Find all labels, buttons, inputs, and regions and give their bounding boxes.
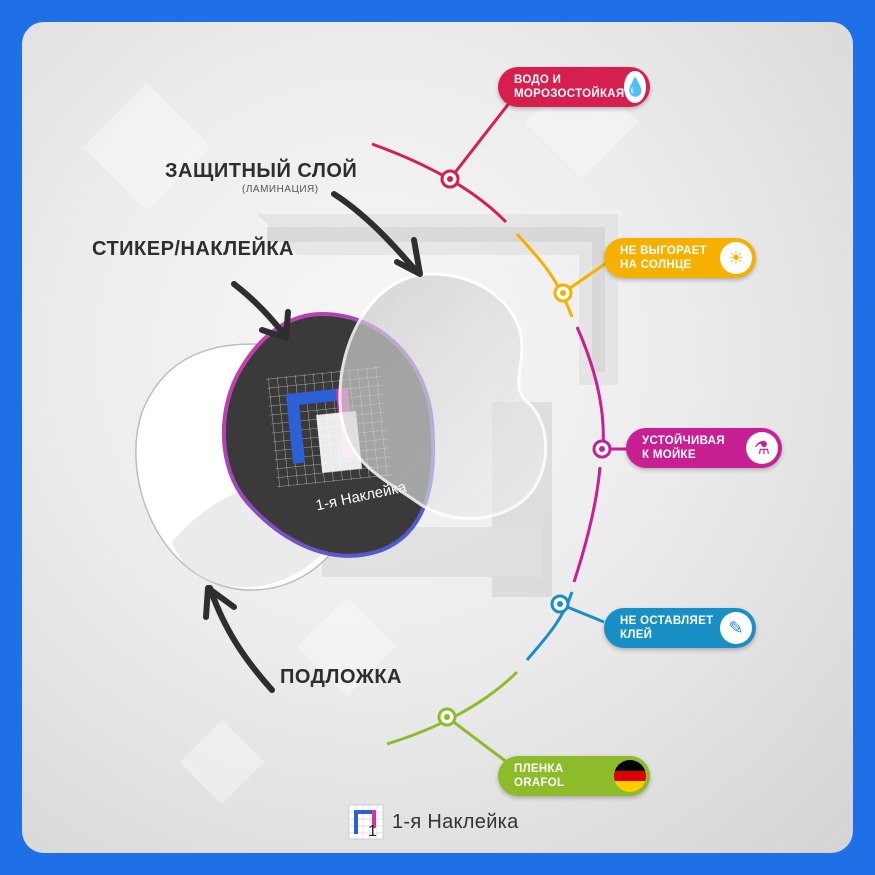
feature-text: УСТОЙЧИВАЯ К МОЙКЕ — [642, 435, 725, 461]
brand-logo-icon: 1 — [348, 804, 384, 840]
feature-text: ПЛЕНКА ORAFOL — [514, 763, 565, 789]
feature-pill-no-glue: НЕ ОСТАВЛЯЕТ КЛЕЙ✎ — [604, 608, 756, 648]
timeline-nodes — [437, 169, 612, 727]
feature-pill-sun-resistant: НЕ ВЫГОРАЕТ НА СОЛНЦЕ ☀ — [604, 238, 756, 278]
footer-brand-name: 1-я Наклейка — [392, 810, 519, 833]
brand-logo-digit: 1 — [368, 823, 377, 840]
protective-layer-label: ЗАЩИТНЫЙ СЛОЙ — [165, 160, 358, 182]
backing-label: ПОДЛОЖКА — [280, 666, 402, 688]
arrows — [203, 191, 423, 693]
lamination-label: (ЛАМИНАЦИЯ) — [242, 184, 319, 195]
sun-icon: ☀ — [720, 242, 752, 274]
footer-logo: 1 1-я Наклейка — [348, 804, 519, 840]
sticker-label: СТИКЕР/НАКЛЕЙКА — [92, 238, 294, 260]
germany-flag-icon — [614, 760, 646, 792]
feature-text: НЕ ОСТАВЛЯЕТ КЛЕЙ — [620, 615, 714, 641]
infographic-card: 1-я Наклейка ЗАЩИТНЫЙ СЛОЙ (ЛАМИНАЦИЯ) С… — [22, 22, 853, 853]
feature-pill-wash-resistant: УСТОЙЧИВАЯ К МОЙКЕ ⚗ — [626, 428, 782, 468]
glue-icon: ✎ — [720, 612, 752, 644]
feature-text: НЕ ВЫГОРАЕТ НА СОЛНЦЕ — [620, 245, 708, 271]
lamination-shape — [338, 272, 548, 520]
car-wash-icon: ⚗ — [746, 432, 778, 464]
feature-pill-orafol-film: ПЛЕНКА ORAFOL — [498, 756, 650, 796]
illustration — [83, 65, 639, 805]
water-frost-icon: 💧 — [624, 71, 646, 103]
feature-text: ВОДО И МОРОЗОСТОЙКАЯ — [514, 74, 625, 100]
feature-pill-water-frost: ВОДО И МОРОЗОСТОЙКАЯ💧 — [498, 67, 650, 107]
